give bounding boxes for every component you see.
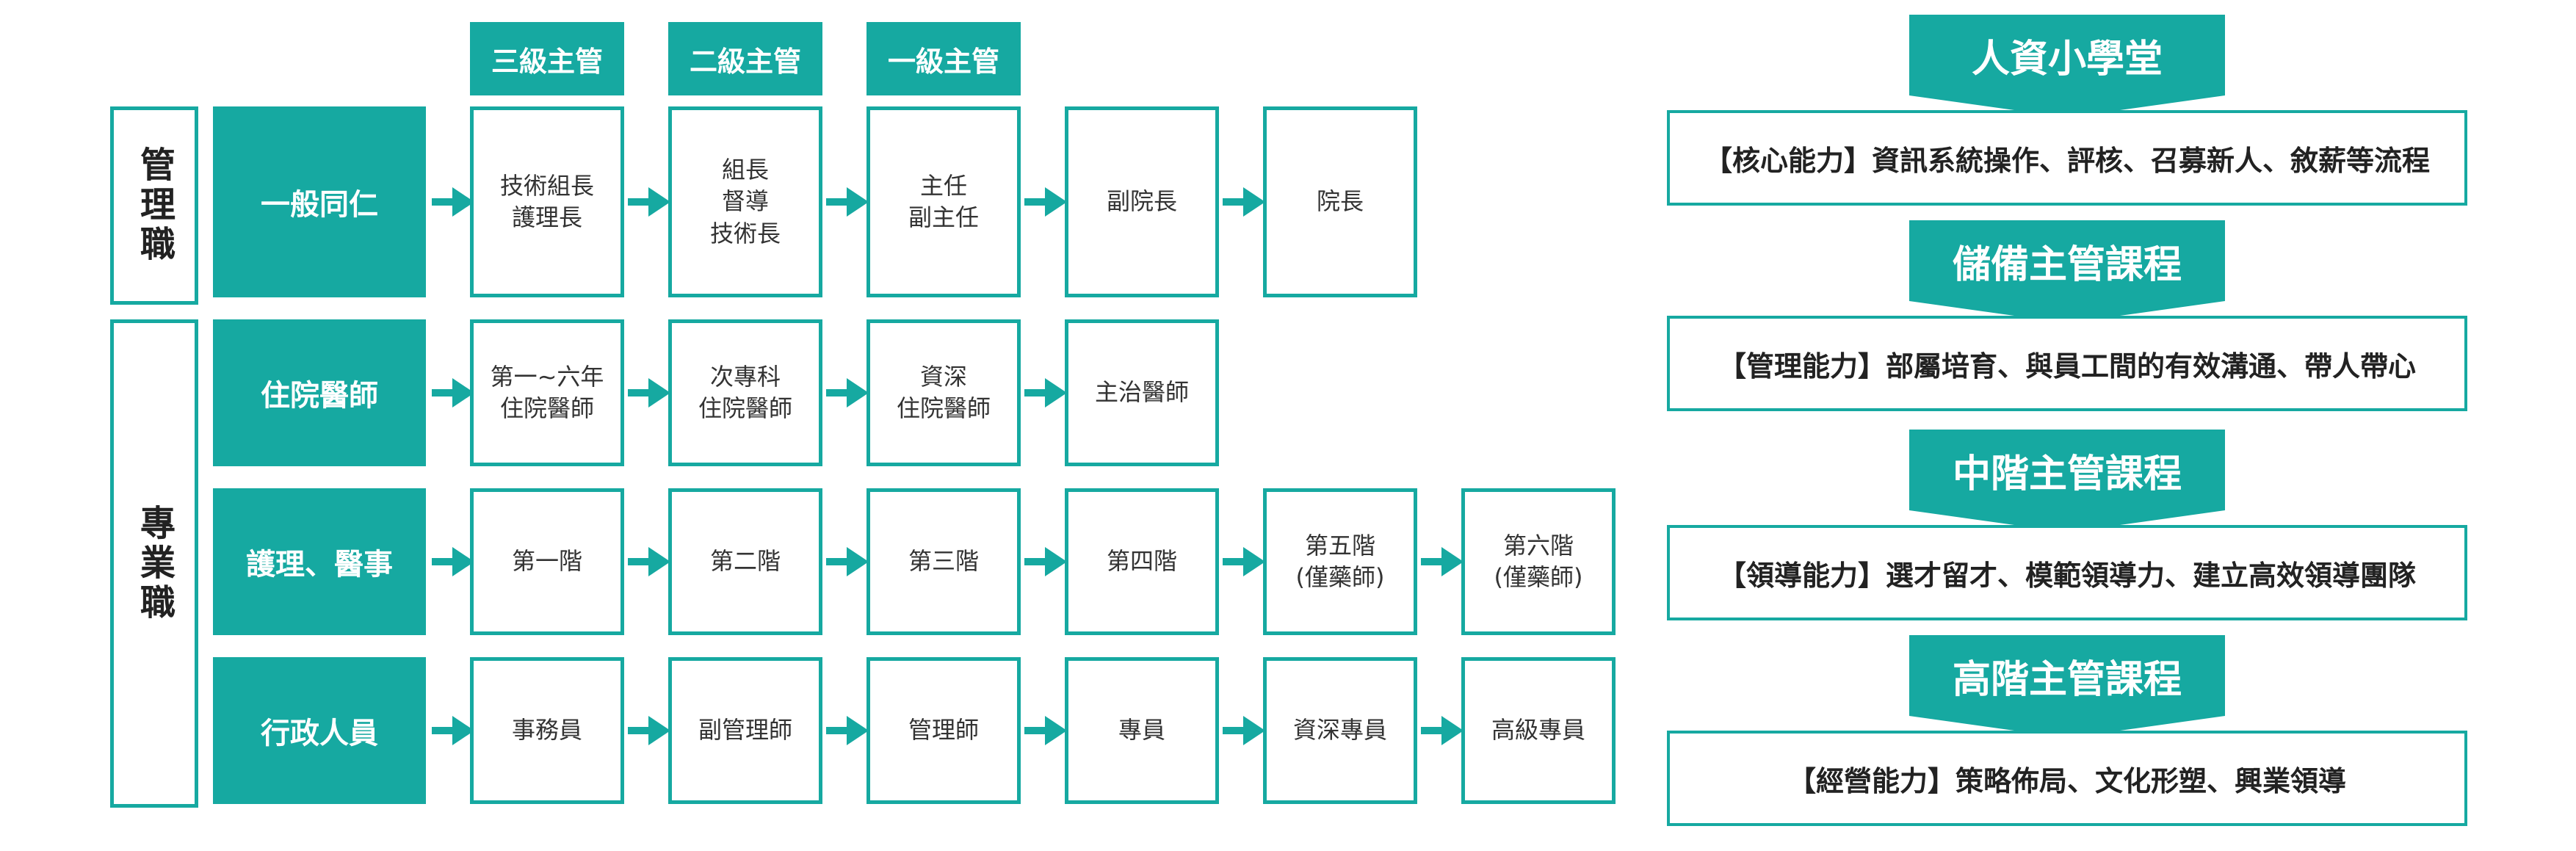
group-professional-label: 專業職 [134,504,175,623]
category-resident-physician: 住院醫師 [213,319,426,466]
arrow-right-icon [1024,716,1068,745]
position-box: 高級專員 [1461,657,1616,804]
position-box: 事務員 [470,657,624,804]
position-box: 第一階 [470,488,624,635]
position-box: 第四階 [1065,488,1219,635]
group-management-label: 管理職 [134,146,175,265]
arrow-right-icon [628,187,672,217]
arrow-right-icon [628,547,672,576]
position-box: 副院長 [1065,106,1219,297]
group-professional: 專業職 [110,319,198,808]
arrow-right-icon [432,547,476,576]
arrow-right-icon [826,716,870,745]
arrow-right-icon [826,187,870,217]
position-box: 資深專員 [1263,657,1417,804]
arrow-right-icon [1024,378,1068,408]
arrow-right-icon [432,716,476,745]
arrow-right-icon [1024,547,1068,576]
position-box: 院長 [1263,106,1417,297]
arrow-right-icon [432,378,476,408]
arrow-right-icon [1421,716,1465,745]
arrow-right-icon [1223,547,1267,576]
group-management: 管理職 [110,106,198,305]
position-box: 資深 住院醫師 [866,319,1021,466]
position-box: 第五階 (僅藥師) [1263,488,1417,635]
position-box: 次專科 住院醫師 [668,319,822,466]
course-title: 人資小學堂 [1909,15,2225,117]
position-box: 第二階 [668,488,822,635]
category-administrative-staff: 行政人員 [213,657,426,804]
arrow-right-icon [628,716,672,745]
position-box: 專員 [1065,657,1219,804]
course-description: 【領導能力】選才留才、模範領導力、建立高效領導團隊 [1667,525,2467,620]
position-box: 副管理師 [668,657,822,804]
position-box: 主任 副主任 [866,106,1021,297]
position-box: 主治醫師 [1065,319,1219,466]
arrow-right-icon [1223,716,1267,745]
arrow-right-icon [1024,187,1068,217]
level-header-3: 三級主管 [470,22,624,95]
position-box: 第一~六年 住院醫師 [470,319,624,466]
level-header-1: 一級主管 [866,22,1021,95]
arrow-right-icon [826,547,870,576]
position-box: 組長 督導 技術長 [668,106,822,297]
arrow-right-icon [1421,547,1465,576]
position-box: 管理師 [866,657,1021,804]
category-nursing-medical: 護理、醫事 [213,488,426,635]
course-title: 儲備主管課程 [1909,220,2225,323]
position-box: 第三階 [866,488,1021,635]
course-description: 【管理能力】部屬培育、與員工間的有效溝通、帶人帶心 [1667,316,2467,411]
course-title: 中階主管課程 [1909,430,2225,532]
course-description: 【經營能力】策略佈局、文化形塑、興業領導 [1667,731,2467,826]
position-box: 技術組長 護理長 [470,106,624,297]
level-header-2: 二級主管 [668,22,822,95]
course-title: 高階主管課程 [1909,635,2225,738]
arrow-right-icon [628,378,672,408]
arrow-right-icon [1223,187,1267,217]
category-general-staff: 一般同仁 [213,106,426,297]
course-description: 【核心能力】資訊系統操作、評核、召募新人、敘薪等流程 [1667,110,2467,206]
position-box: 第六階 (僅藥師) [1461,488,1616,635]
arrow-right-icon [432,187,476,217]
arrow-right-icon [826,378,870,408]
